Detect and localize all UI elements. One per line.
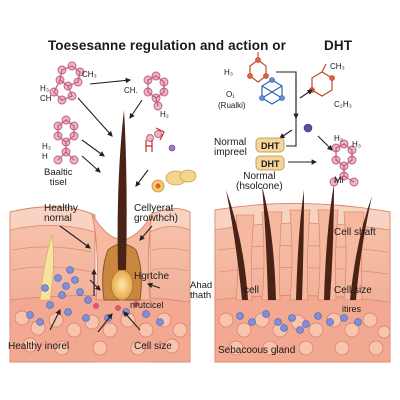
chem-label-o1: O₁ [226, 90, 235, 99]
chem-label-c2h3: C₂H₃ [334, 100, 352, 109]
label-cell-size-right: Cell size [334, 285, 372, 296]
chem-label-h3-bottom: H₃ [42, 142, 52, 151]
diagram-title: Toesesanne regulation and action or DHT [0, 38, 400, 53]
chem-label-h2: H₂ [160, 110, 169, 119]
label-normal-impreel: Normal impreel [214, 137, 247, 158]
purple-molecule [168, 144, 176, 152]
chem-label-h: H [42, 152, 48, 161]
title-dht: DHT [324, 38, 353, 53]
left-molecule-bonds [53, 65, 165, 161]
chem-label-ch3: CH₃ [82, 70, 97, 79]
dht-box-1: DHT [261, 141, 280, 151]
dht-box-2: DHT [261, 159, 280, 169]
label-sebaceous-gland: Sebacoous gland [218, 345, 296, 356]
label-cell: cell [244, 285, 260, 296]
chem-label-rualki: (Rualki) [218, 101, 246, 110]
chem-label-h3-right: H₃ [224, 68, 234, 77]
right-arrows [276, 71, 333, 165]
label-healthy-normal: Healthy nornal [44, 203, 78, 224]
label-bailth-tisel: Baaltic tisel [44, 167, 73, 188]
label-ahad-thath: Ahad thath [190, 280, 213, 301]
left-skin-section [9, 110, 191, 363]
label-hgrtche: Hgrtche [134, 271, 170, 282]
chem-label-ch-center: CH. [124, 86, 138, 95]
chem-label-h3-top: H₃ [40, 84, 50, 93]
chem-label-h3-lower-b: H₃ [352, 140, 362, 149]
chem-label-ch: CH [40, 94, 52, 103]
chem-label-h3-lower: H₃ [334, 134, 344, 143]
title-main: Toesesanne regulation and action or [47, 38, 286, 53]
left-arrows [49, 77, 161, 333]
central-structure [145, 127, 165, 152]
label-cell-size-left: Cell size [134, 341, 172, 352]
chem-label-ch3-right: CH₃ [330, 62, 345, 71]
label-normal-hsolcone: Normal (hsolcone) [236, 171, 283, 192]
chem-label-mi: Mi [334, 175, 344, 185]
label-cellyerat-growth: Cellyerat growthch) [134, 203, 178, 224]
dht-boxes [255, 137, 285, 171]
label-healthy-inorel: Healthy inorel [8, 341, 70, 352]
enzyme-blob [151, 169, 197, 193]
left-molecules [49, 61, 169, 165]
right-skin-section [214, 184, 391, 363]
label-cell-shaft: Cell shaft [334, 227, 376, 238]
label-nrutcicel: nrutcicel [130, 300, 164, 310]
label-itires: itires [342, 304, 362, 314]
